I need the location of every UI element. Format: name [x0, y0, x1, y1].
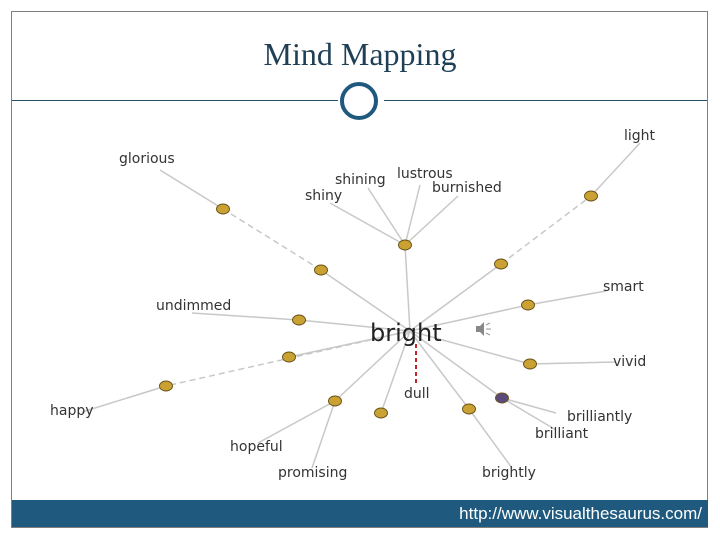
- title-divider-right: [384, 100, 707, 101]
- center-word-label[interactable]: bright: [370, 319, 442, 347]
- map-link: [529, 361, 617, 365]
- map-link: [191, 312, 300, 321]
- word-happy[interactable]: happy: [50, 403, 94, 419]
- mind-map-links: [81, 142, 641, 469]
- map-link: [501, 397, 557, 414]
- speaker-icon: [476, 322, 491, 336]
- word-dull[interactable]: dull: [404, 386, 430, 402]
- map-link: [257, 400, 336, 444]
- meaning-node[interactable]: [282, 351, 296, 363]
- meaning-node[interactable]: [216, 203, 230, 215]
- meaning-node[interactable]: [314, 264, 328, 276]
- word-glorious[interactable]: glorious: [119, 151, 175, 167]
- word-promising[interactable]: promising: [278, 465, 347, 481]
- map-link: [409, 330, 470, 410]
- mind-map-nodes: [159, 190, 598, 419]
- meaning-node[interactable]: [495, 392, 509, 404]
- word-lustrous[interactable]: lustrous: [397, 166, 453, 182]
- map-link: [590, 142, 641, 197]
- source-url[interactable]: http://www.visualthesaurus.com/: [459, 504, 702, 523]
- map-link: [501, 397, 557, 431]
- title-divider-left: [12, 100, 338, 101]
- word-brightly[interactable]: brightly: [482, 465, 536, 481]
- map-link: [298, 319, 411, 332]
- map-link: [409, 263, 502, 332]
- meaning-node[interactable]: [292, 314, 306, 326]
- map-link: [409, 330, 531, 365]
- map-link: [404, 184, 421, 246]
- divider-ring-ornament: [340, 82, 378, 120]
- map-link: [334, 330, 411, 402]
- map-link: [222, 208, 322, 271]
- word-burnished[interactable]: burnished: [432, 180, 502, 196]
- word-hopeful[interactable]: hopeful: [230, 439, 283, 455]
- map-link: [380, 330, 411, 414]
- meaning-node[interactable]: [494, 258, 508, 270]
- map-link: [404, 244, 411, 332]
- map-link: [329, 202, 406, 246]
- word-shining[interactable]: shining: [335, 172, 386, 188]
- map-link: [320, 269, 411, 332]
- word-brilliant[interactable]: brilliant: [535, 426, 589, 442]
- map-link: [404, 195, 459, 246]
- word-vivid[interactable]: vivid: [613, 354, 646, 370]
- word-undimmed[interactable]: undimmed: [156, 298, 231, 314]
- map-link: [159, 169, 224, 210]
- meaning-node[interactable]: [521, 299, 535, 311]
- word-smart[interactable]: smart: [603, 279, 644, 295]
- footer-bar: http://www.visualthesaurus.com/: [12, 500, 708, 527]
- word-shiny[interactable]: shiny: [305, 188, 342, 204]
- meaning-node[interactable]: [584, 190, 598, 202]
- map-link: [311, 400, 336, 469]
- map-link: [500, 195, 592, 265]
- map-link: [409, 304, 529, 332]
- map-link: [468, 408, 513, 469]
- slide-title: Mind Mapping: [263, 36, 457, 72]
- mind-map-labels: bright glorious shining lustrous shiny b…: [50, 128, 656, 481]
- map-link: [527, 290, 607, 306]
- meaning-node[interactable]: [462, 403, 476, 415]
- meaning-node[interactable]: [328, 395, 342, 407]
- meaning-node[interactable]: [159, 380, 173, 392]
- meaning-node[interactable]: [523, 358, 537, 370]
- word-brilliantly[interactable]: brilliantly: [567, 409, 632, 425]
- word-light[interactable]: light: [624, 128, 656, 144]
- map-link: [367, 187, 406, 246]
- map-link: [409, 330, 503, 399]
- map-link: [81, 385, 167, 413]
- meaning-node[interactable]: [398, 239, 412, 251]
- meaning-node[interactable]: [374, 407, 388, 419]
